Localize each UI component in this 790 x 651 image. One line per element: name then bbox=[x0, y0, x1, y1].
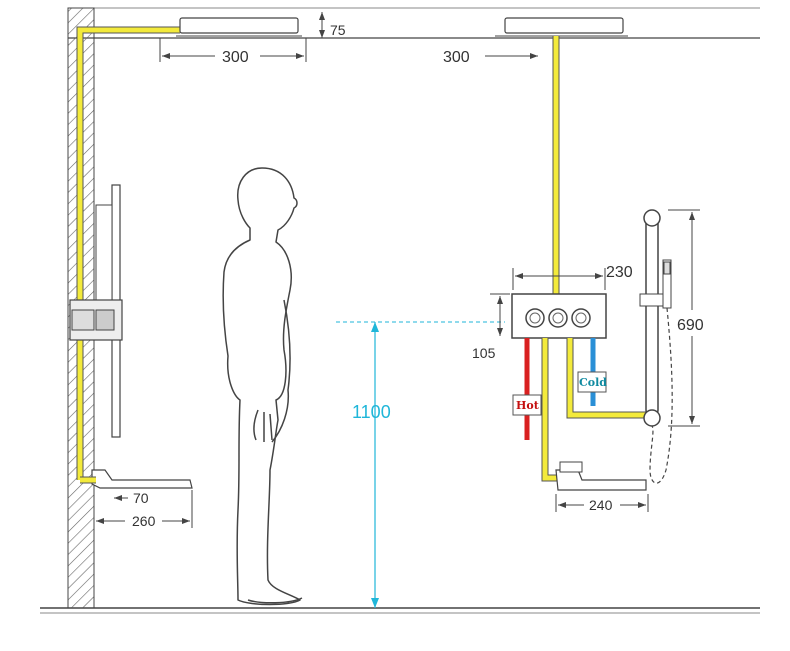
dim-ceiling-offset: 75 bbox=[330, 22, 346, 38]
right-rain-head bbox=[504, 17, 624, 34]
dim-spout-long: 260 bbox=[132, 513, 156, 529]
mixer-knob-1 bbox=[525, 308, 545, 328]
dim-left-head-width: 300 bbox=[222, 49, 249, 66]
shower-hose bbox=[649, 307, 673, 484]
dim-mixer-height: 105 bbox=[472, 345, 496, 361]
dim-tub-spout: 240 bbox=[589, 497, 613, 513]
left-side-view: 75 300 70 260 bbox=[69, 12, 346, 530]
mixer-knob-3 bbox=[571, 308, 591, 328]
right-tub-spout bbox=[555, 469, 647, 491]
slide-rail bbox=[645, 215, 659, 417]
cold-tag bbox=[577, 371, 607, 393]
human-figure-outline bbox=[222, 167, 303, 606]
right-front-view: 300 230 105 Hot Cold bbox=[443, 17, 704, 513]
dim-mixer-center-height: 1100 bbox=[352, 402, 391, 422]
hot-tag bbox=[512, 394, 542, 416]
hot-label: Hot bbox=[516, 399, 540, 412]
cold-label: Cold bbox=[579, 376, 607, 389]
dim-mixer-width: 230 bbox=[606, 264, 633, 281]
dim-spout-short: 70 bbox=[133, 490, 149, 506]
left-supply-pipe bbox=[76, 26, 180, 480]
dim-right-head-width: 300 bbox=[443, 49, 470, 66]
dim-rail-height: 690 bbox=[677, 317, 704, 334]
left-rain-head bbox=[179, 17, 299, 34]
mixer-knob-2 bbox=[548, 308, 568, 328]
left-tub-spout bbox=[91, 469, 193, 489]
height-dimension-1100: 1100 bbox=[336, 321, 505, 608]
rail-slider bbox=[639, 293, 665, 307]
